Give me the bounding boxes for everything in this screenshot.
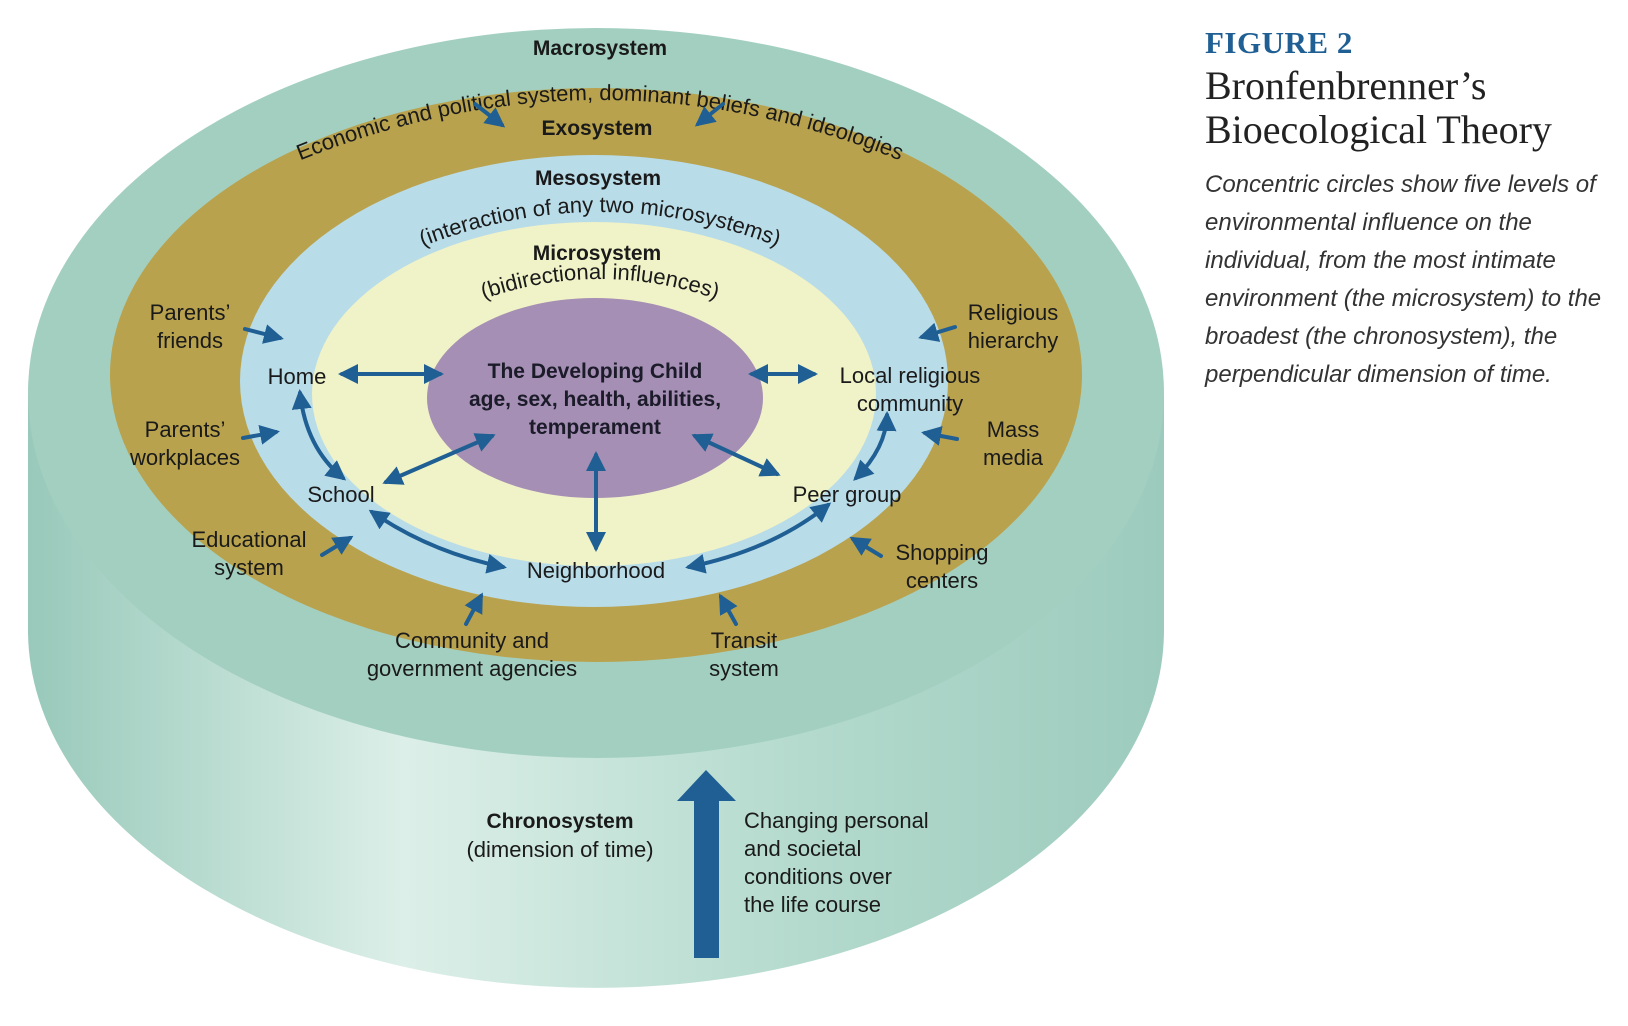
arrow-school-neighborhood bbox=[368, 509, 507, 574]
chronosystem-desc-2: and societal bbox=[744, 836, 861, 861]
figure-title-line2: Bioecological Theory bbox=[1205, 107, 1552, 152]
exosystem-title: Exosystem bbox=[542, 117, 653, 140]
arrow-peer-child bbox=[691, 433, 781, 477]
micro-school-label: School bbox=[307, 482, 374, 507]
exo-educational-system-1: Educational bbox=[192, 527, 307, 552]
chronosystem-desc-3: conditions over bbox=[744, 864, 892, 889]
arrow-shopping-centers bbox=[849, 536, 883, 558]
figure-title-line1: Bronfenbrenner’s bbox=[1205, 63, 1487, 108]
mesosystem-title: Mesosystem bbox=[535, 167, 661, 190]
arrow-parents-workplaces bbox=[241, 425, 280, 445]
exo-shopping-centers-2: centers bbox=[906, 568, 978, 593]
exo-religious-hierarchy-2: hierarchy bbox=[968, 328, 1058, 353]
arrow-transit-system bbox=[719, 593, 738, 626]
arrow-school-child bbox=[382, 433, 496, 485]
arrow-mass-media bbox=[921, 426, 959, 446]
micro-neighborhood-label: Neighborhood bbox=[527, 558, 665, 583]
figure-label: FIGURE 2 bbox=[1205, 25, 1353, 60]
micro-religious-community-label-1: Local religious bbox=[840, 363, 981, 388]
chronosystem-title: Chronosystem bbox=[486, 810, 633, 833]
exo-mass-media-2: media bbox=[983, 445, 1044, 470]
arrow-macro-exo-right bbox=[694, 102, 725, 127]
micro-religious-community-label-2: community bbox=[857, 391, 963, 416]
exo-mass-media-1: Mass bbox=[987, 417, 1040, 442]
arrow-community-agencies bbox=[464, 592, 483, 626]
micro-home-label: Home bbox=[268, 364, 327, 389]
exo-community-agencies-2: government agencies bbox=[367, 656, 577, 681]
chronosystem-desc-4: the life course bbox=[744, 892, 881, 917]
exo-community-agencies-1: Community and bbox=[395, 628, 549, 653]
exo-parents-friends-2: friends bbox=[157, 328, 223, 353]
arrow-educational-system bbox=[320, 535, 354, 557]
time-arrow-icon bbox=[677, 770, 736, 958]
arrows bbox=[241, 102, 959, 626]
child-attributes-line2: temperament bbox=[529, 416, 661, 439]
macrosystem-title: Macrosystem bbox=[533, 37, 667, 60]
micro-peer-group-label: Peer group bbox=[793, 482, 902, 507]
arrow-peer-religious bbox=[853, 411, 897, 481]
arrow-macro-exo-left bbox=[473, 102, 506, 128]
arrow-home-school bbox=[291, 389, 347, 481]
exo-shopping-centers-1: Shopping bbox=[896, 540, 989, 565]
exo-transit-system-2: system bbox=[709, 656, 779, 681]
child-title: The Developing Child bbox=[488, 360, 703, 383]
exo-parents-workplaces-2: workplaces bbox=[129, 445, 240, 470]
exo-educational-system-2: system bbox=[214, 555, 284, 580]
exo-religious-hierarchy-1: Religious bbox=[968, 300, 1059, 325]
exo-parents-workplaces-1: Parents’ bbox=[145, 417, 226, 442]
arrow-religious-hierarchy bbox=[918, 322, 957, 342]
exo-transit-system-1: Transit bbox=[711, 628, 777, 653]
chronosystem-desc-1: Changing personal bbox=[744, 808, 929, 833]
chronosystem-subtitle: (dimension of time) bbox=[466, 837, 653, 862]
developing-child-core bbox=[427, 298, 763, 498]
microsystem-title: Microsystem bbox=[533, 242, 661, 265]
arrow-neighborhood-peer bbox=[685, 502, 832, 574]
arrow-parents-friends bbox=[243, 324, 284, 344]
exo-parents-friends-1: Parents’ bbox=[150, 300, 231, 325]
child-attributes-line1: age, sex, health, abilities, bbox=[469, 388, 721, 411]
figure-caption: Concentric circles show five levels of e… bbox=[1205, 171, 1602, 388]
